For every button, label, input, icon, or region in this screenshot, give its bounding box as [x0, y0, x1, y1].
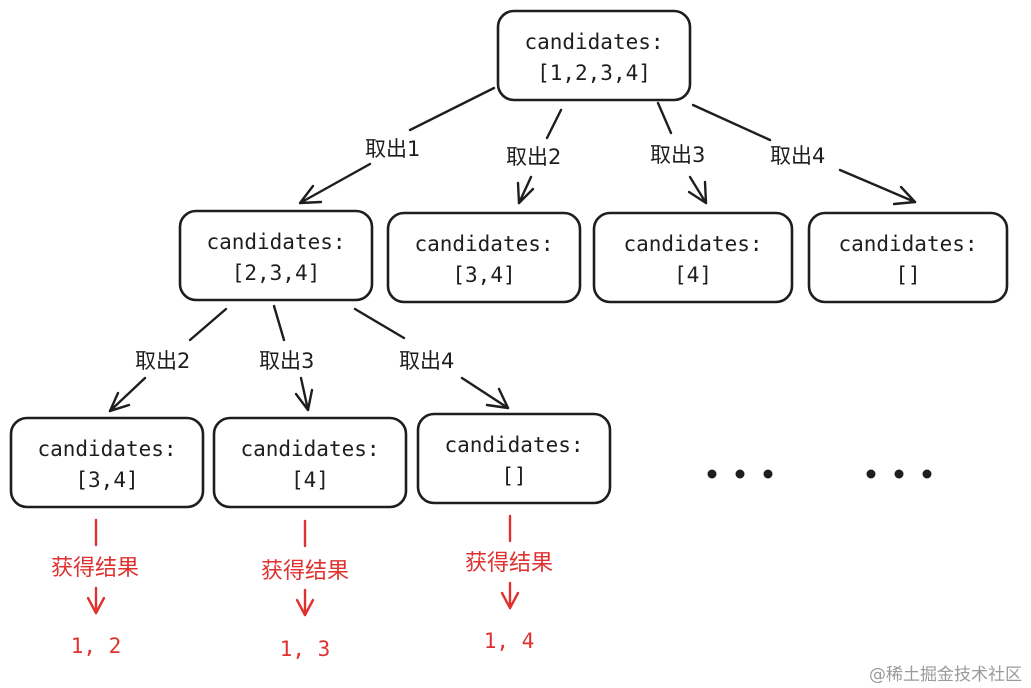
edge-level1-1-to-level2-1: 取出2	[108, 307, 228, 413]
node-root-title: candidates:	[524, 30, 663, 54]
node-level2-1-title: candidates:	[37, 437, 176, 461]
result-value-1: 1, 2	[71, 634, 122, 658]
node-level2-2-title: candidates:	[240, 437, 379, 461]
ellipsis-1	[707, 469, 773, 479]
node-level1-1: candidates: [2,3,4]	[178, 209, 374, 302]
node-level1-1-title: candidates:	[206, 230, 345, 254]
node-level2-1: candidates: [3,4]	[9, 416, 205, 509]
node-level2-3-value: []	[501, 464, 526, 488]
node-level1-4-value: []	[895, 263, 920, 287]
result-label-3: 获得结果	[465, 551, 553, 576]
watermark: @稀土掘金技术社区	[869, 665, 1022, 685]
edge-root-to-level1-3: 取出3	[650, 101, 708, 205]
edge-label-take-2-sub: 取出2	[135, 349, 190, 373]
result-branch-2: 获得结果 1, 3	[261, 519, 349, 661]
edge-label-take-3-sub: 取出3	[259, 349, 314, 373]
edge-label-take-4: 取出4	[770, 144, 825, 168]
edge-label-take-3: 取出3	[650, 143, 705, 167]
node-root: candidates: [1,2,3,4]	[496, 9, 692, 102]
result-branch-1: 获得结果 1, 2	[51, 518, 139, 658]
edge-root-to-level1-2: 取出2	[506, 108, 563, 205]
edge-level1-1-to-level2-3: 取出4	[353, 307, 510, 410]
edge-label-take-2: 取出2	[506, 145, 561, 169]
edge-label-take-4-sub: 取出4	[399, 349, 454, 373]
result-value-3: 1, 4	[484, 629, 535, 653]
node-level1-3-title: candidates:	[623, 232, 762, 256]
result-label-1: 获得结果	[51, 556, 139, 581]
node-level2-1-value: [3,4]	[75, 468, 138, 492]
node-level2-3: candidates: []	[416, 412, 612, 505]
edge-label-take-1: 取出1	[365, 137, 420, 161]
edge-root-to-level1-4: 取出4	[691, 103, 917, 206]
node-root-value: [1,2,3,4]	[537, 61, 651, 85]
ellipsis-2	[866, 469, 932, 479]
node-level1-2-value: [3,4]	[452, 263, 515, 287]
node-level1-4: candidates: []	[807, 211, 1009, 304]
node-level1-1-value: [2,3,4]	[232, 261, 321, 285]
node-level1-3: candidates: [4]	[592, 211, 794, 304]
result-branch-3: 获得结果 1, 4	[465, 514, 553, 653]
result-label-2: 获得结果	[261, 559, 349, 584]
node-level1-3-value: [4]	[674, 263, 712, 287]
result-value-2: 1, 3	[280, 637, 331, 661]
edge-level1-1-to-level2-2: 取出3	[259, 304, 314, 412]
node-level2-2-value: [4]	[291, 468, 329, 492]
node-level1-4-title: candidates:	[838, 232, 977, 256]
node-level2-2: candidates: [4]	[212, 416, 408, 509]
edge-root-to-level1-1: 取出1	[298, 86, 496, 205]
node-level2-3-title: candidates:	[444, 433, 583, 457]
node-level1-2-title: candidates:	[414, 232, 553, 256]
node-level1-2: candidates: [3,4]	[386, 211, 582, 304]
